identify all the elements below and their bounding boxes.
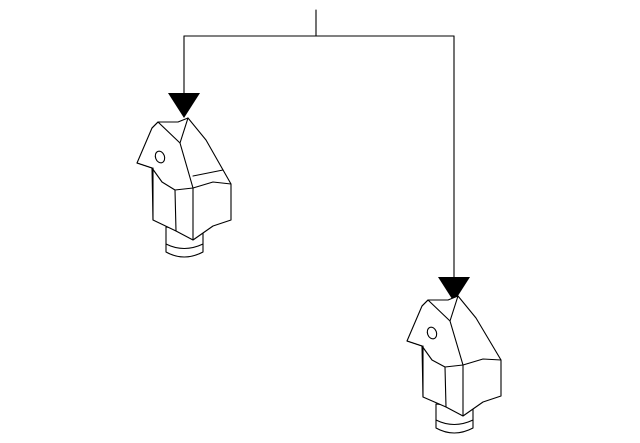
sensor-part-right [406,295,502,434]
sensor-housing [406,295,502,417]
arrowhead-right-icon [438,277,470,302]
sensor-part-left [136,117,232,258]
sensor-housing [136,117,232,241]
mounting-hole-icon [154,150,166,164]
leader-lines [168,9,470,302]
arrowhead-left-icon [168,93,200,118]
mounting-hole-icon [426,326,438,340]
